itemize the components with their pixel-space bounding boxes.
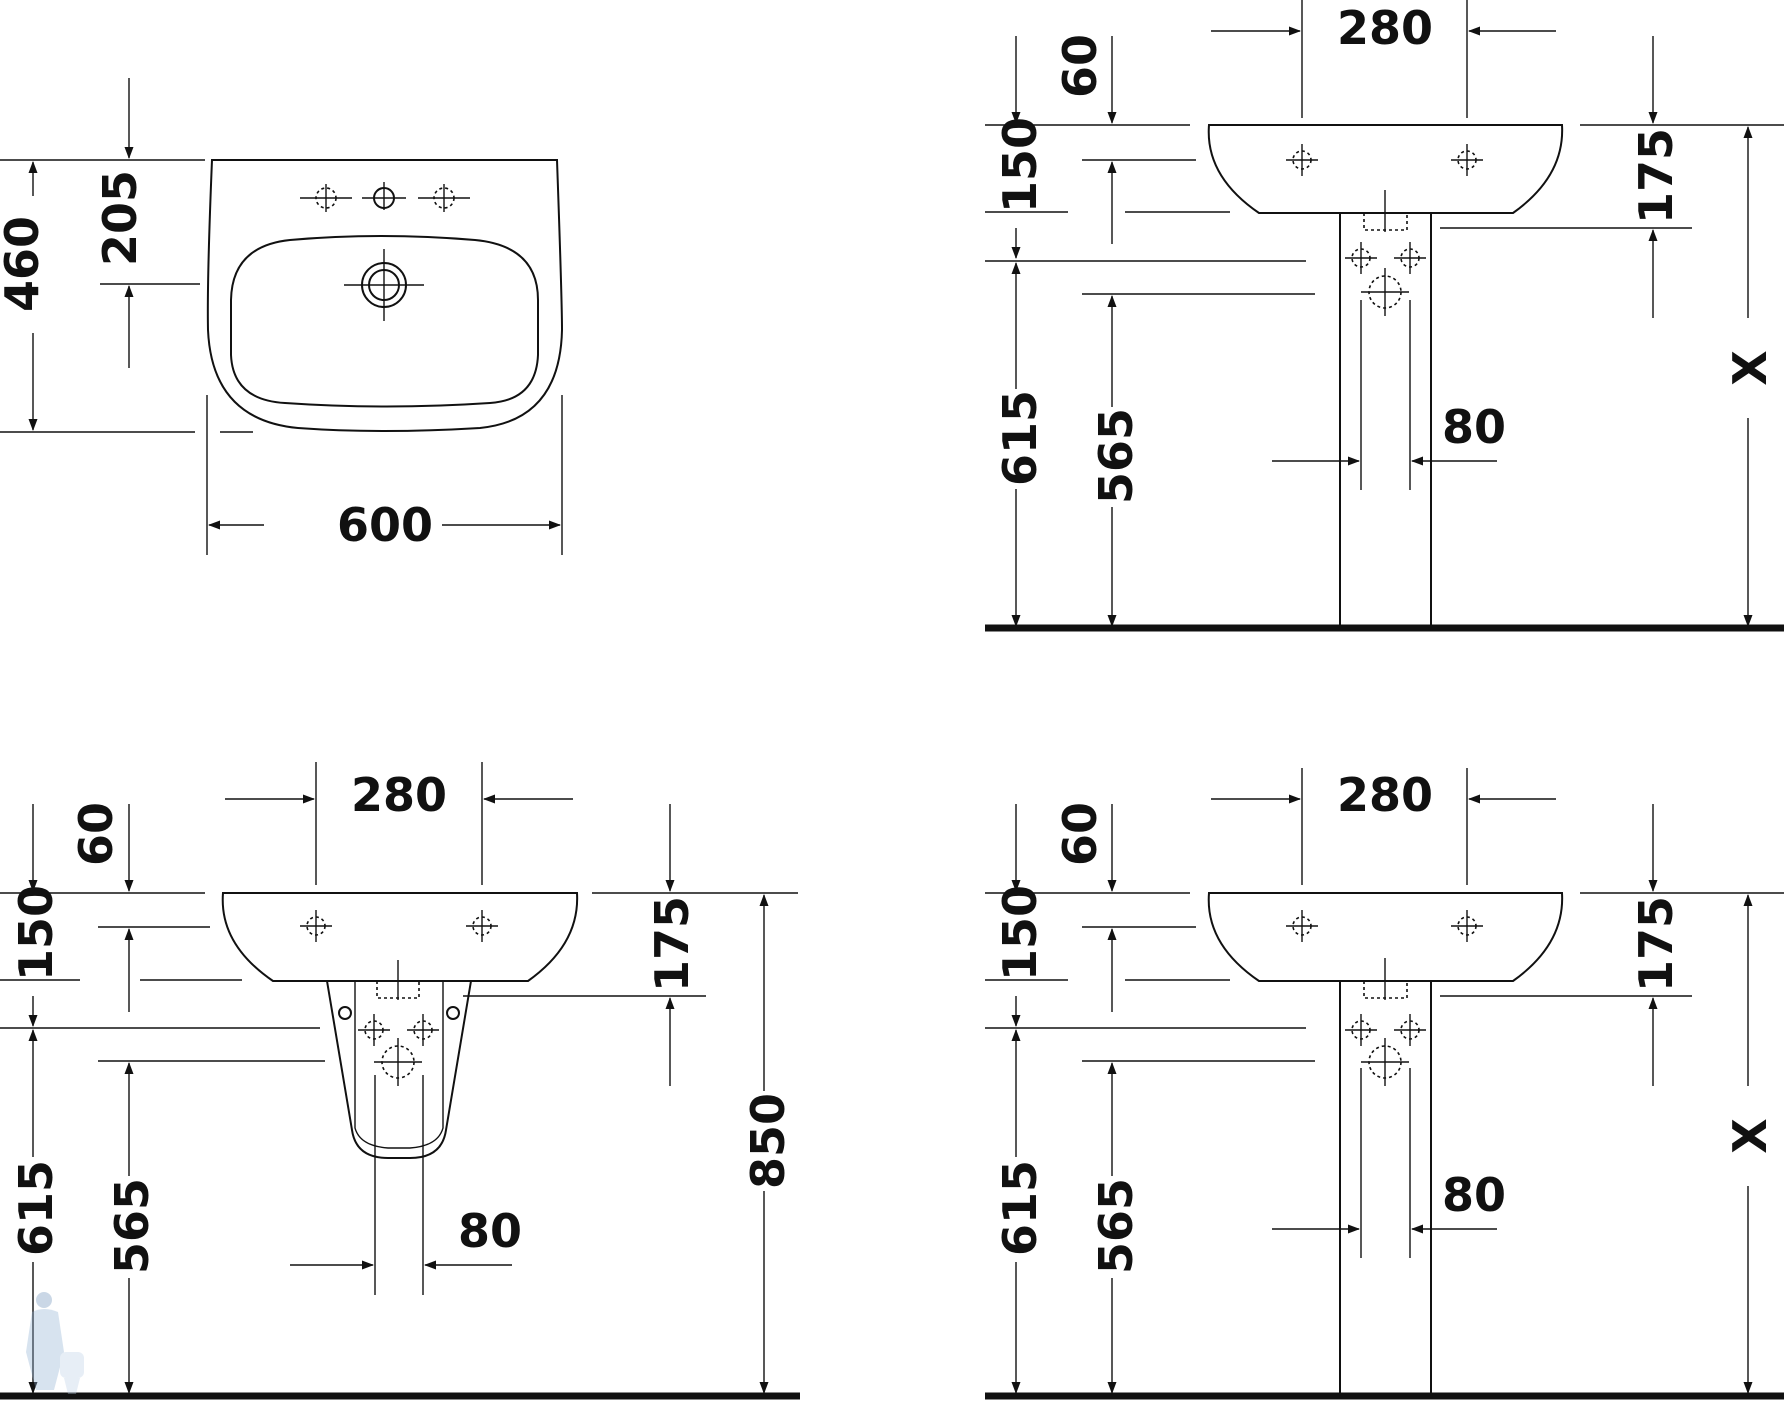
drain-icon xyxy=(1360,267,1410,317)
dim-pb-rim-height: 150 xyxy=(993,885,1047,981)
tap-hole-icon xyxy=(1450,143,1484,177)
tap-hole-icon xyxy=(1285,909,1319,943)
dim-sp-pedestal-width: 80 xyxy=(458,1204,522,1258)
basin-outline-top xyxy=(206,159,564,432)
pedestal-view-bottom: 280 60 150 175 615 565 80 X xyxy=(985,768,1784,1400)
dim-pr-rim-height: 150 xyxy=(993,117,1047,213)
dim-top-width: 600 xyxy=(337,498,433,552)
dim-sp-top-offset: 60 xyxy=(69,802,123,866)
dim-pb-variable-height: X xyxy=(1723,1118,1777,1153)
top-view: 460 205 600 xyxy=(0,78,564,555)
dim-pr-pedestal-width: 80 xyxy=(1442,400,1506,454)
dim-pb-pedestal-width: 80 xyxy=(1442,1168,1506,1222)
dim-top-tap-offset: 205 xyxy=(93,170,147,266)
pedestal-view-right: 280 60 150 175 615 565 80 X xyxy=(985,0,1784,632)
bowl-outline xyxy=(230,235,539,408)
tap-hole-icon xyxy=(465,909,499,943)
pedestal xyxy=(1339,190,1432,628)
dim-pr-side-height: 175 xyxy=(1629,128,1683,224)
dim-pb-hole-spacing: 280 xyxy=(1337,768,1433,822)
drain-icon xyxy=(373,1037,423,1087)
dim-sp-hole-spacing: 280 xyxy=(351,768,447,822)
dim-pb-floor-b: 565 xyxy=(1089,1178,1143,1274)
basin-outline-front xyxy=(1207,892,1564,982)
dim-pb-side-height: 175 xyxy=(1629,896,1683,992)
basin-outline-front xyxy=(1207,124,1564,214)
dim-sp-floor-b: 565 xyxy=(105,1178,159,1274)
dim-pr-floor-b: 565 xyxy=(1089,408,1143,504)
pedestal xyxy=(1339,958,1432,1396)
dim-pr-hole-spacing: 280 xyxy=(1337,1,1433,55)
dim-pr-top-offset: 60 xyxy=(1053,34,1107,98)
tap-hole-icon xyxy=(362,182,406,210)
tap-hole-icon xyxy=(418,184,470,212)
semi-pedestal xyxy=(326,960,472,1295)
dim-pb-top-offset: 60 xyxy=(1053,802,1107,866)
plumber-watermark-icon xyxy=(26,1292,84,1394)
dim-pr-variable-height: X xyxy=(1723,350,1777,385)
dim-top-depth: 460 xyxy=(0,216,49,312)
dim-pr-floor-a: 615 xyxy=(993,390,1047,486)
tap-hole-icon xyxy=(300,184,352,212)
dim-sp-side-height: 175 xyxy=(645,896,699,992)
dim-sp-total-height: 850 xyxy=(741,1093,795,1189)
drain-icon xyxy=(344,249,424,321)
basin-outline-front xyxy=(221,892,579,982)
dim-pb-floor-a: 615 xyxy=(993,1160,1047,1256)
semi-pedestal-view: 280 60 150 175 615 565 80 850 xyxy=(0,762,800,1400)
tap-hole-icon xyxy=(1285,143,1319,177)
dim-sp-rim-height: 150 xyxy=(9,885,63,981)
tap-hole-icon xyxy=(1450,909,1484,943)
drain-icon xyxy=(1360,1037,1410,1087)
dim-sp-floor-a: 615 xyxy=(9,1160,63,1256)
tap-hole-icon xyxy=(299,909,333,943)
